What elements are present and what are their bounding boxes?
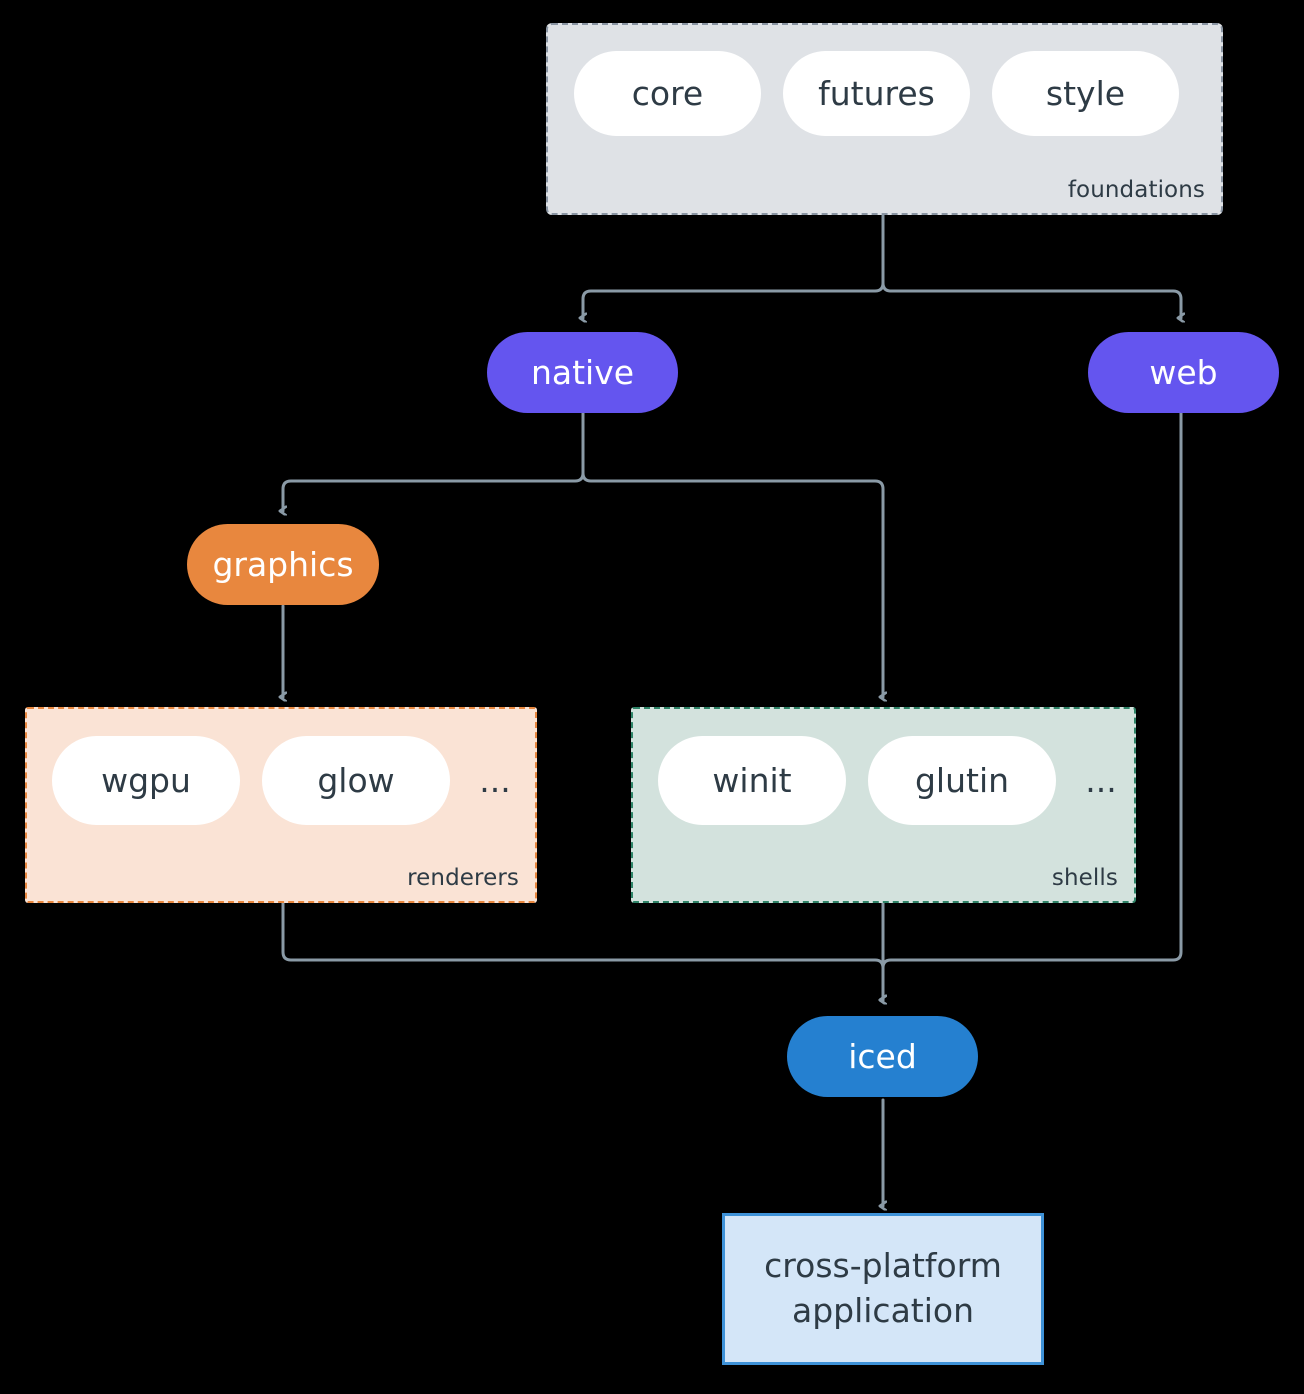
- foundations-items: core futures style: [574, 51, 1179, 136]
- shells-more-ellipsis: ...: [1078, 736, 1124, 825]
- node-native-label: native: [530, 353, 635, 392]
- shells-more-label: ...: [1085, 761, 1117, 800]
- application-line-1: cross-platform: [764, 1246, 1002, 1286]
- edge-native-to-graphics: [283, 410, 585, 511]
- node-graphics-label: graphics: [212, 545, 354, 584]
- pill-glow-label: glow: [317, 761, 395, 800]
- node-cross-platform-application[interactable]: cross-platform application: [722, 1213, 1044, 1365]
- renderers-more-label: ...: [479, 761, 511, 800]
- pill-core[interactable]: core: [574, 51, 761, 136]
- edge-foundations-to-web: [881, 214, 1181, 318]
- pill-core-label: core: [631, 74, 704, 113]
- node-iced-label: iced: [848, 1037, 917, 1076]
- pill-wgpu-label: wgpu: [101, 761, 191, 800]
- renderers-items: wgpu glow ...: [52, 736, 518, 825]
- pill-winit-label: winit: [712, 761, 792, 800]
- edge-native-to-shells: [581, 410, 883, 697]
- renderers-more-ellipsis: ...: [472, 736, 518, 825]
- shells-items: winit glutin ...: [658, 736, 1124, 825]
- node-native[interactable]: native: [487, 332, 678, 413]
- node-web[interactable]: web: [1088, 332, 1279, 413]
- pill-futures[interactable]: futures: [783, 51, 970, 136]
- pill-glow[interactable]: glow: [262, 736, 450, 825]
- node-graphics[interactable]: graphics: [187, 524, 379, 605]
- application-line-2: application: [791, 1291, 975, 1330]
- pill-wgpu[interactable]: wgpu: [52, 736, 240, 825]
- pill-style[interactable]: style: [992, 51, 1179, 136]
- pill-winit[interactable]: winit: [658, 736, 846, 825]
- pill-futures-label: futures: [818, 74, 935, 113]
- shells-group-label: shells: [1051, 865, 1118, 891]
- renderers-group-label: renderers: [407, 865, 519, 891]
- pill-glutin[interactable]: glutin: [868, 736, 1056, 825]
- edge-web-to-iced: [883, 410, 1183, 1000]
- pill-glutin-label: glutin: [914, 761, 1010, 800]
- group-renderers: wgpu glow ... renderers: [25, 707, 537, 903]
- node-iced[interactable]: iced: [787, 1016, 978, 1097]
- group-foundations: core futures style foundations: [546, 23, 1223, 215]
- edge-foundations-to-native: [583, 214, 885, 318]
- foundations-group-label: foundations: [1067, 177, 1205, 203]
- pill-style-label: style: [1045, 74, 1126, 113]
- group-shells: winit glutin ... shells: [631, 707, 1136, 903]
- edge-renderers-to-iced: [281, 901, 883, 1000]
- node-web-label: web: [1149, 353, 1218, 392]
